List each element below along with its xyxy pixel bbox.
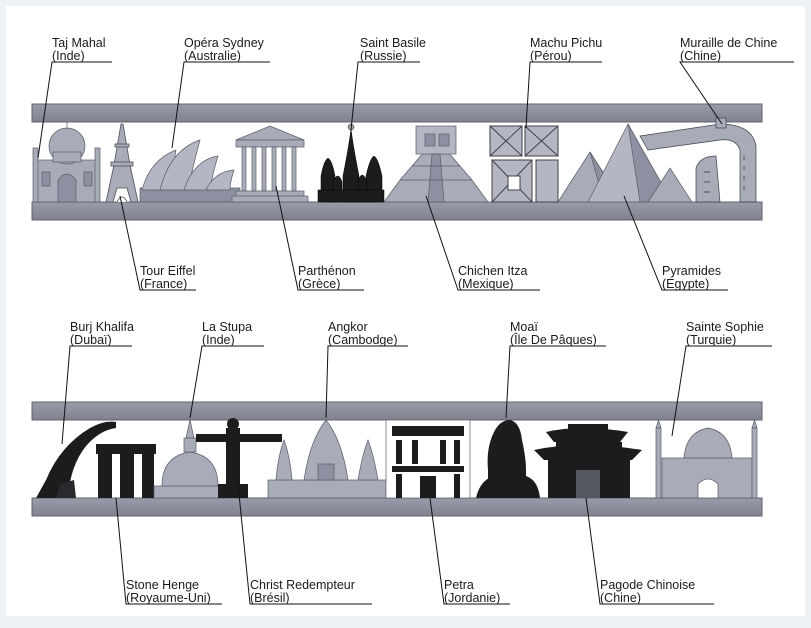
label-saint-basile: Saint Basile (Russie) [360, 37, 426, 63]
leader-lines [37, 61, 794, 605]
label-country: (Chine) [680, 49, 721, 63]
leader-muraille [679, 61, 794, 125]
label-sainte-sophie: Sainte Sophie (Turquie) [686, 321, 764, 347]
label-name: Pyramides [662, 264, 722, 278]
taj-mahal-model [32, 122, 101, 203]
stone-henge-model [96, 444, 156, 498]
label-country: (Australie) [184, 49, 241, 63]
burj-khalifa-model [36, 421, 116, 498]
bottom-panel [31, 401, 763, 517]
label-country: (Île De Pâques) [510, 333, 597, 347]
leader-burj-khalifa [61, 345, 132, 445]
label-pyramides: Pyramides (Egypte) [662, 265, 721, 291]
leader-angkor [325, 345, 408, 419]
label-moai: Moaï (Île De Pâques) [510, 321, 597, 347]
leader-stone-henge [115, 497, 222, 605]
chichen-itza-model [383, 125, 489, 203]
top-panel [31, 103, 763, 221]
leader-parthenon [275, 185, 364, 291]
leader-petra [429, 497, 510, 605]
tour-eiffel-model [105, 123, 139, 203]
top-panel-bottom-beam [31, 201, 763, 221]
bottom-panel-top-beam [31, 401, 763, 421]
label-country: (Grèce) [298, 277, 341, 291]
label-taj-mahal: Taj Mahal (Inde) [52, 37, 106, 63]
label-chichen-itza: Chichen Itza (Mexique) [458, 265, 527, 291]
christ-redempteur-model [196, 418, 282, 498]
parthenon-model [231, 125, 309, 203]
label-name: Chichen Itza [458, 264, 528, 278]
pagode-chinoise-model [534, 424, 642, 498]
leader-christ-redempteur [237, 483, 372, 605]
label-christ-redempteur: Christ Redempteur (Brésil) [250, 579, 355, 605]
label-name: Machu Pichu [530, 36, 603, 50]
label-parthenon: Parthénon (Grèce) [298, 265, 356, 291]
label-muraille-de-chine: Muraille de Chine (Chine) [680, 37, 777, 63]
label-name: Parthénon [298, 264, 356, 278]
label-name: Taj Mahal [52, 36, 106, 50]
la-stupa-model [153, 419, 225, 499]
label-stone-henge: Stone Henge (Royaume-Uni) [126, 579, 211, 605]
label-name: Tour Eiffel [140, 264, 196, 278]
label-machu-pichu: Machu Pichu (Pérou) [530, 37, 602, 63]
leader-taj-mahal [37, 61, 112, 159]
label-angkor: Angkor (Cambodge) [328, 321, 397, 347]
petra-model [385, 419, 471, 499]
label-name: Moaï [510, 320, 538, 334]
label-name: Saint Basile [360, 36, 427, 50]
saint-basile-model [317, 123, 385, 203]
label-country: (Brésil) [250, 591, 290, 605]
sainte-sophie-model [655, 418, 758, 499]
label-name: Stone Henge [126, 578, 199, 592]
label-name: La Stupa [202, 320, 253, 334]
leader-pagode [585, 497, 714, 605]
label-country: (Cambodge) [328, 333, 398, 347]
label-country: (Inde) [202, 333, 235, 347]
label-tour-eiffel: Tour Eiffel (France) [140, 265, 195, 291]
machu-pichu-model [489, 125, 559, 203]
label-country: (Russie) [360, 49, 407, 63]
leader-sainte-sophie [671, 345, 772, 437]
label-country: (Pérou) [530, 49, 572, 63]
bottom-panel-bottom-beam [31, 497, 763, 517]
label-country: (Royaume-Uni) [126, 591, 211, 605]
label-la-stupa: La Stupa (Inde) [202, 321, 252, 347]
label-country: (Chine) [600, 591, 641, 605]
label-country: (Dubaï) [70, 333, 112, 347]
label-country: (Egypte) [662, 277, 710, 291]
opera-sydney-model [139, 139, 241, 203]
label-name: Opéra Sydney [184, 36, 264, 50]
label-petra: Petra (Jordanie) [444, 579, 500, 605]
label-name: Petra [444, 578, 474, 592]
leader-opera-sydney [171, 61, 270, 149]
pyramides-model [557, 123, 693, 203]
label-name: Angkor [328, 320, 368, 334]
leader-pyramides [623, 195, 728, 291]
label-burj-khalifa: Burj Khalifa (Dubaï) [70, 321, 134, 347]
label-country: (Inde) [52, 49, 85, 63]
label-opera-sydney: Opéra Sydney (Australie) [184, 37, 264, 63]
angkor-model [267, 419, 387, 499]
label-country: (France) [140, 277, 188, 291]
leader-moai [505, 345, 606, 419]
label-name: Christ Redempteur [250, 578, 355, 592]
leader-tour-eiffel [119, 195, 196, 291]
label-name: Pagode Chinoise [600, 578, 696, 592]
label-country: (Turquie) [686, 333, 737, 347]
label-name: Burj Khalifa [70, 320, 134, 334]
leader-machu-pichu [525, 61, 602, 129]
leader-chichen-itza [425, 195, 540, 291]
label-country: (Mexique) [458, 277, 514, 291]
leader-saint-basile [350, 61, 420, 131]
moai-model [476, 420, 540, 498]
label-country: (Jordanie) [444, 591, 501, 605]
top-panel-top-beam [31, 103, 763, 123]
label-name: Muraille de Chine [680, 36, 778, 50]
label-name: Sainte Sophie [686, 320, 764, 334]
leader-la-stupa [189, 345, 264, 419]
label-pagode-chinoise: Pagode Chinoise (Chine) [600, 579, 695, 605]
